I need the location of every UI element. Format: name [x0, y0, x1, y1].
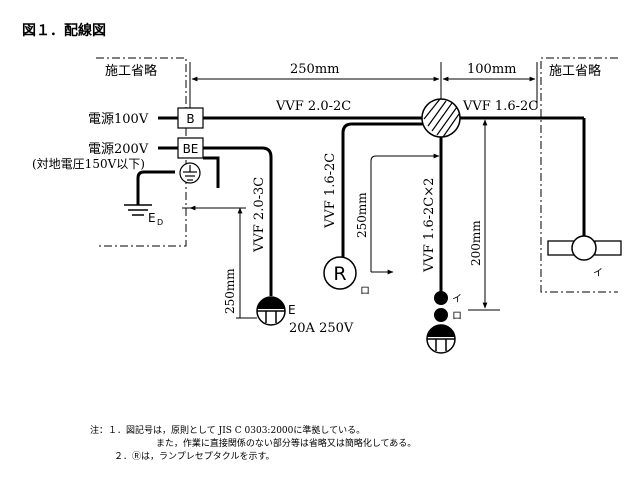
omitted-region-right [540, 57, 618, 293]
joint-box-icon [421, 98, 461, 138]
cable-receptacle-label: VVF 1.6-2C [323, 153, 338, 229]
note-line-1: 注：１．図記号は，原則として JIS C 0303:2000に準拠している。 [90, 426, 366, 436]
pilot-tag-ro: ロ [452, 311, 462, 322]
pilot-tag-i: イ [452, 294, 462, 305]
svg-text:R: R [333, 263, 346, 285]
dimension-top [189, 62, 538, 108]
junction-box-be: BE [177, 137, 204, 159]
dimension-center [370, 153, 440, 275]
outlet-rating: 20A 250V [289, 321, 354, 336]
power-200v-note: (対地電圧150V以下) [32, 157, 145, 171]
power-200v-label: 電源200V [88, 142, 149, 157]
outlet-bottom-icon [426, 324, 456, 354]
note-line-3: ２．Ⓡは，ランプレセプタクルを示す。 [114, 452, 275, 462]
earth-terminal-icon [179, 162, 201, 184]
outlet-icon [256, 296, 286, 326]
svg-text:BE: BE [183, 142, 199, 156]
dim-250-top: 250mm [290, 62, 339, 77]
omitted-label-left: 施工省略 [105, 63, 157, 79]
cable-top-right-label: VVF 1.6-2C [462, 99, 538, 114]
notes: 注：１．図記号は，原則として JIS C 0303:2000に準拠している。 ま… [90, 425, 416, 464]
pilot-lamp-icon [434, 291, 448, 322]
dim-250-outlet: 250mm [223, 268, 237, 314]
ground-icon [124, 204, 152, 216]
junction-box-b: B [177, 107, 204, 129]
svg-text:B: B [186, 112, 194, 126]
lamp-receptacle-icon: R [323, 256, 357, 290]
lamp-tag: イ [593, 268, 603, 279]
dim-100-top: 100mm [467, 62, 516, 77]
figure-title: 図１．配線図 [22, 23, 106, 39]
power-100v-label: 電源100V [88, 112, 149, 127]
cable-switch-label: VVF 1.6-2C×2 [422, 178, 437, 273]
outlet-label: E [288, 303, 296, 317]
note-line-2: また，作業に直接関係のない部分等は省略又は簡略化してある。 [156, 439, 417, 449]
omitted-label-right: 施工省略 [549, 63, 601, 79]
ceiling-light-icon [547, 235, 622, 261]
dimension-outlet [182, 205, 262, 319]
dimension-right [468, 119, 500, 311]
cable-runs [136, 116, 586, 296]
cable-outlet-label: VVF 2.0-3C [252, 177, 267, 253]
dim-200-right: 200mm [469, 220, 483, 266]
earth-label: E [148, 211, 156, 225]
dim-250-center: 250mm [355, 192, 369, 238]
cable-top-left-label: VVF 2.0-2C [275, 99, 351, 114]
earth-sub: D [157, 218, 163, 227]
receptacle-tag: ロ [360, 286, 370, 297]
